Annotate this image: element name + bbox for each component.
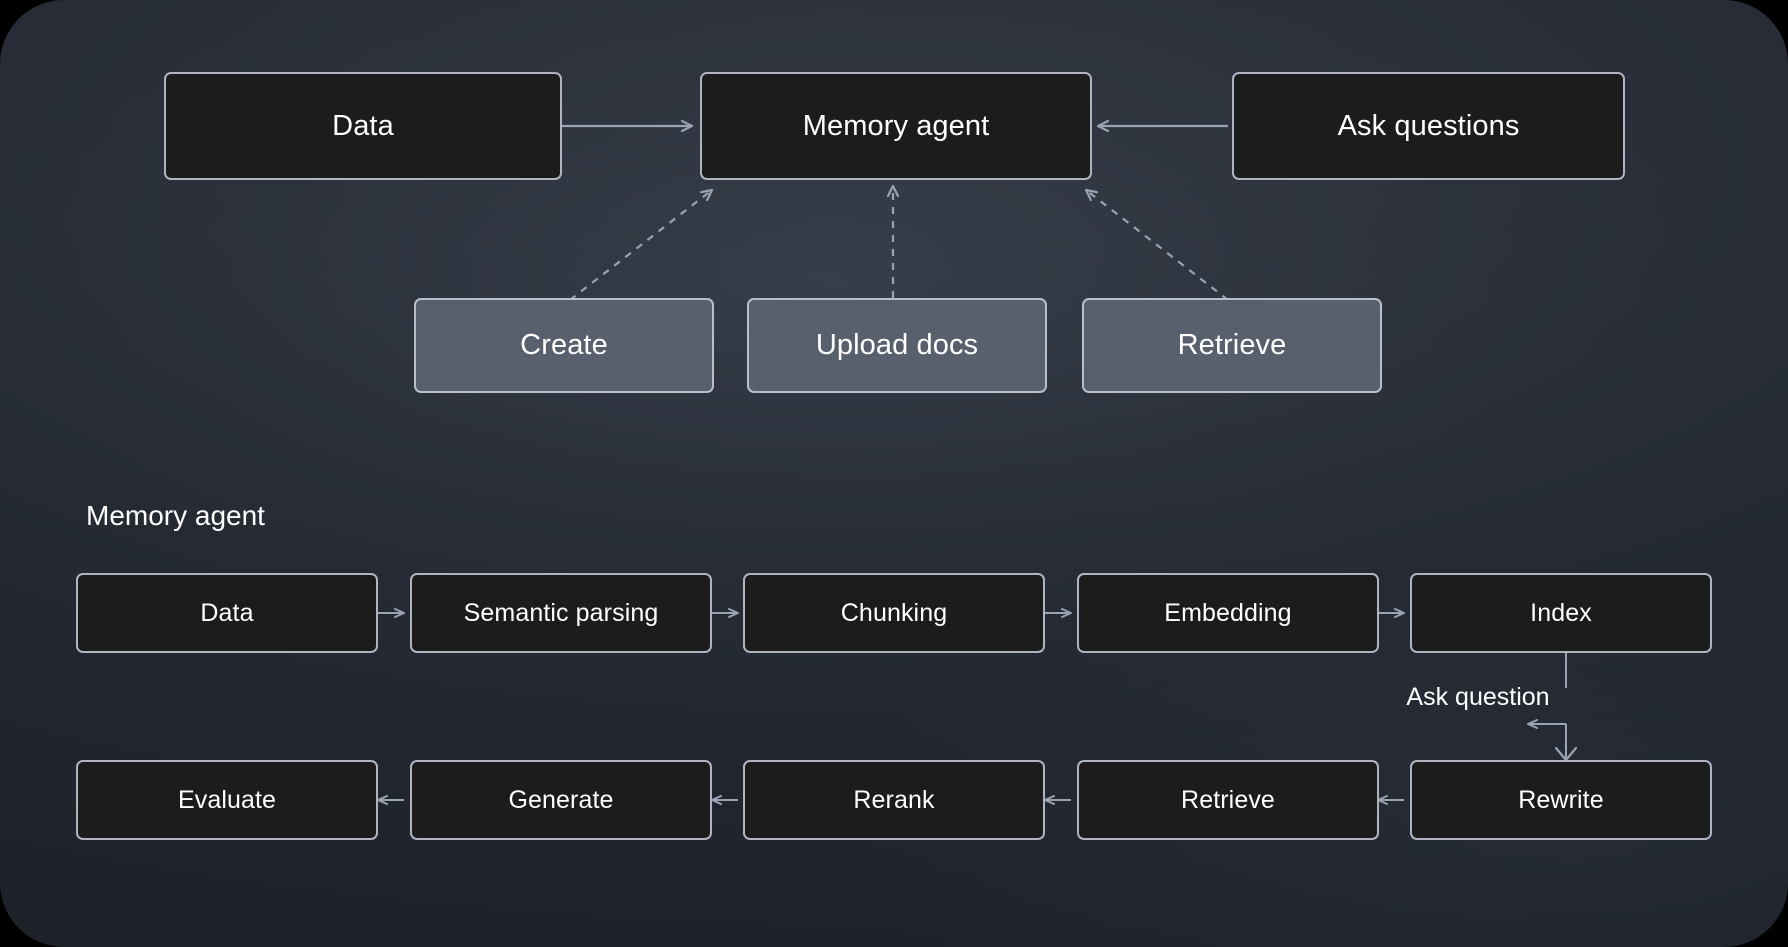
node-pipeline-generate[interactable]: Generate <box>410 760 712 840</box>
node-label: Retrieve <box>1181 785 1275 814</box>
node-pipeline-index[interactable]: Index <box>1410 573 1712 653</box>
node-pipeline-data[interactable]: Data <box>76 573 378 653</box>
node-label: Evaluate <box>177 785 277 814</box>
node-memory-agent[interactable]: Memory agent <box>700 72 1092 180</box>
node-label: Ask questions <box>1337 109 1520 142</box>
edge-retrieve-to-memory-agent <box>1086 190 1229 301</box>
node-retrieve-capability[interactable]: Retrieve <box>1082 298 1382 393</box>
node-pipeline-retrieve[interactable]: Retrieve <box>1077 760 1379 840</box>
node-label: Index <box>1530 598 1592 627</box>
pipeline-section-title: Memory agent <box>86 500 265 531</box>
edge-create-to-memory-agent <box>569 190 712 301</box>
connector-label-ask-question: Ask question <box>1406 683 1550 711</box>
node-pipeline-chunking[interactable]: Chunking <box>743 573 1045 653</box>
node-label: Semantic parsing <box>463 598 659 627</box>
node-ask-questions[interactable]: Ask questions <box>1232 72 1625 180</box>
node-label: Rewrite <box>1518 785 1604 814</box>
node-pipeline-evaluate[interactable]: Evaluate <box>76 760 378 840</box>
node-label: Rerank <box>853 785 935 814</box>
node-pipeline-embedding[interactable]: Embedding <box>1077 573 1379 653</box>
node-label: Data <box>332 109 394 142</box>
node-label: Data <box>200 598 254 627</box>
node-create[interactable]: Create <box>414 298 714 393</box>
node-pipeline-rerank[interactable]: Rerank <box>743 760 1045 840</box>
node-label: Embedding <box>1164 598 1292 627</box>
node-label: Create <box>520 329 608 361</box>
node-label: Memory agent <box>802 109 990 142</box>
node-label: Generate <box>508 785 614 814</box>
node-upload-docs[interactable]: Upload docs <box>747 298 1047 393</box>
node-pipeline-rewrite[interactable]: Rewrite <box>1410 760 1712 840</box>
node-label: Chunking <box>840 598 948 627</box>
node-data-top[interactable]: Data <box>164 72 562 180</box>
node-pipeline-semantic-parsing[interactable]: Semantic parsing <box>410 573 712 653</box>
node-label: Upload docs <box>815 329 979 361</box>
node-label: Retrieve <box>1177 329 1287 361</box>
